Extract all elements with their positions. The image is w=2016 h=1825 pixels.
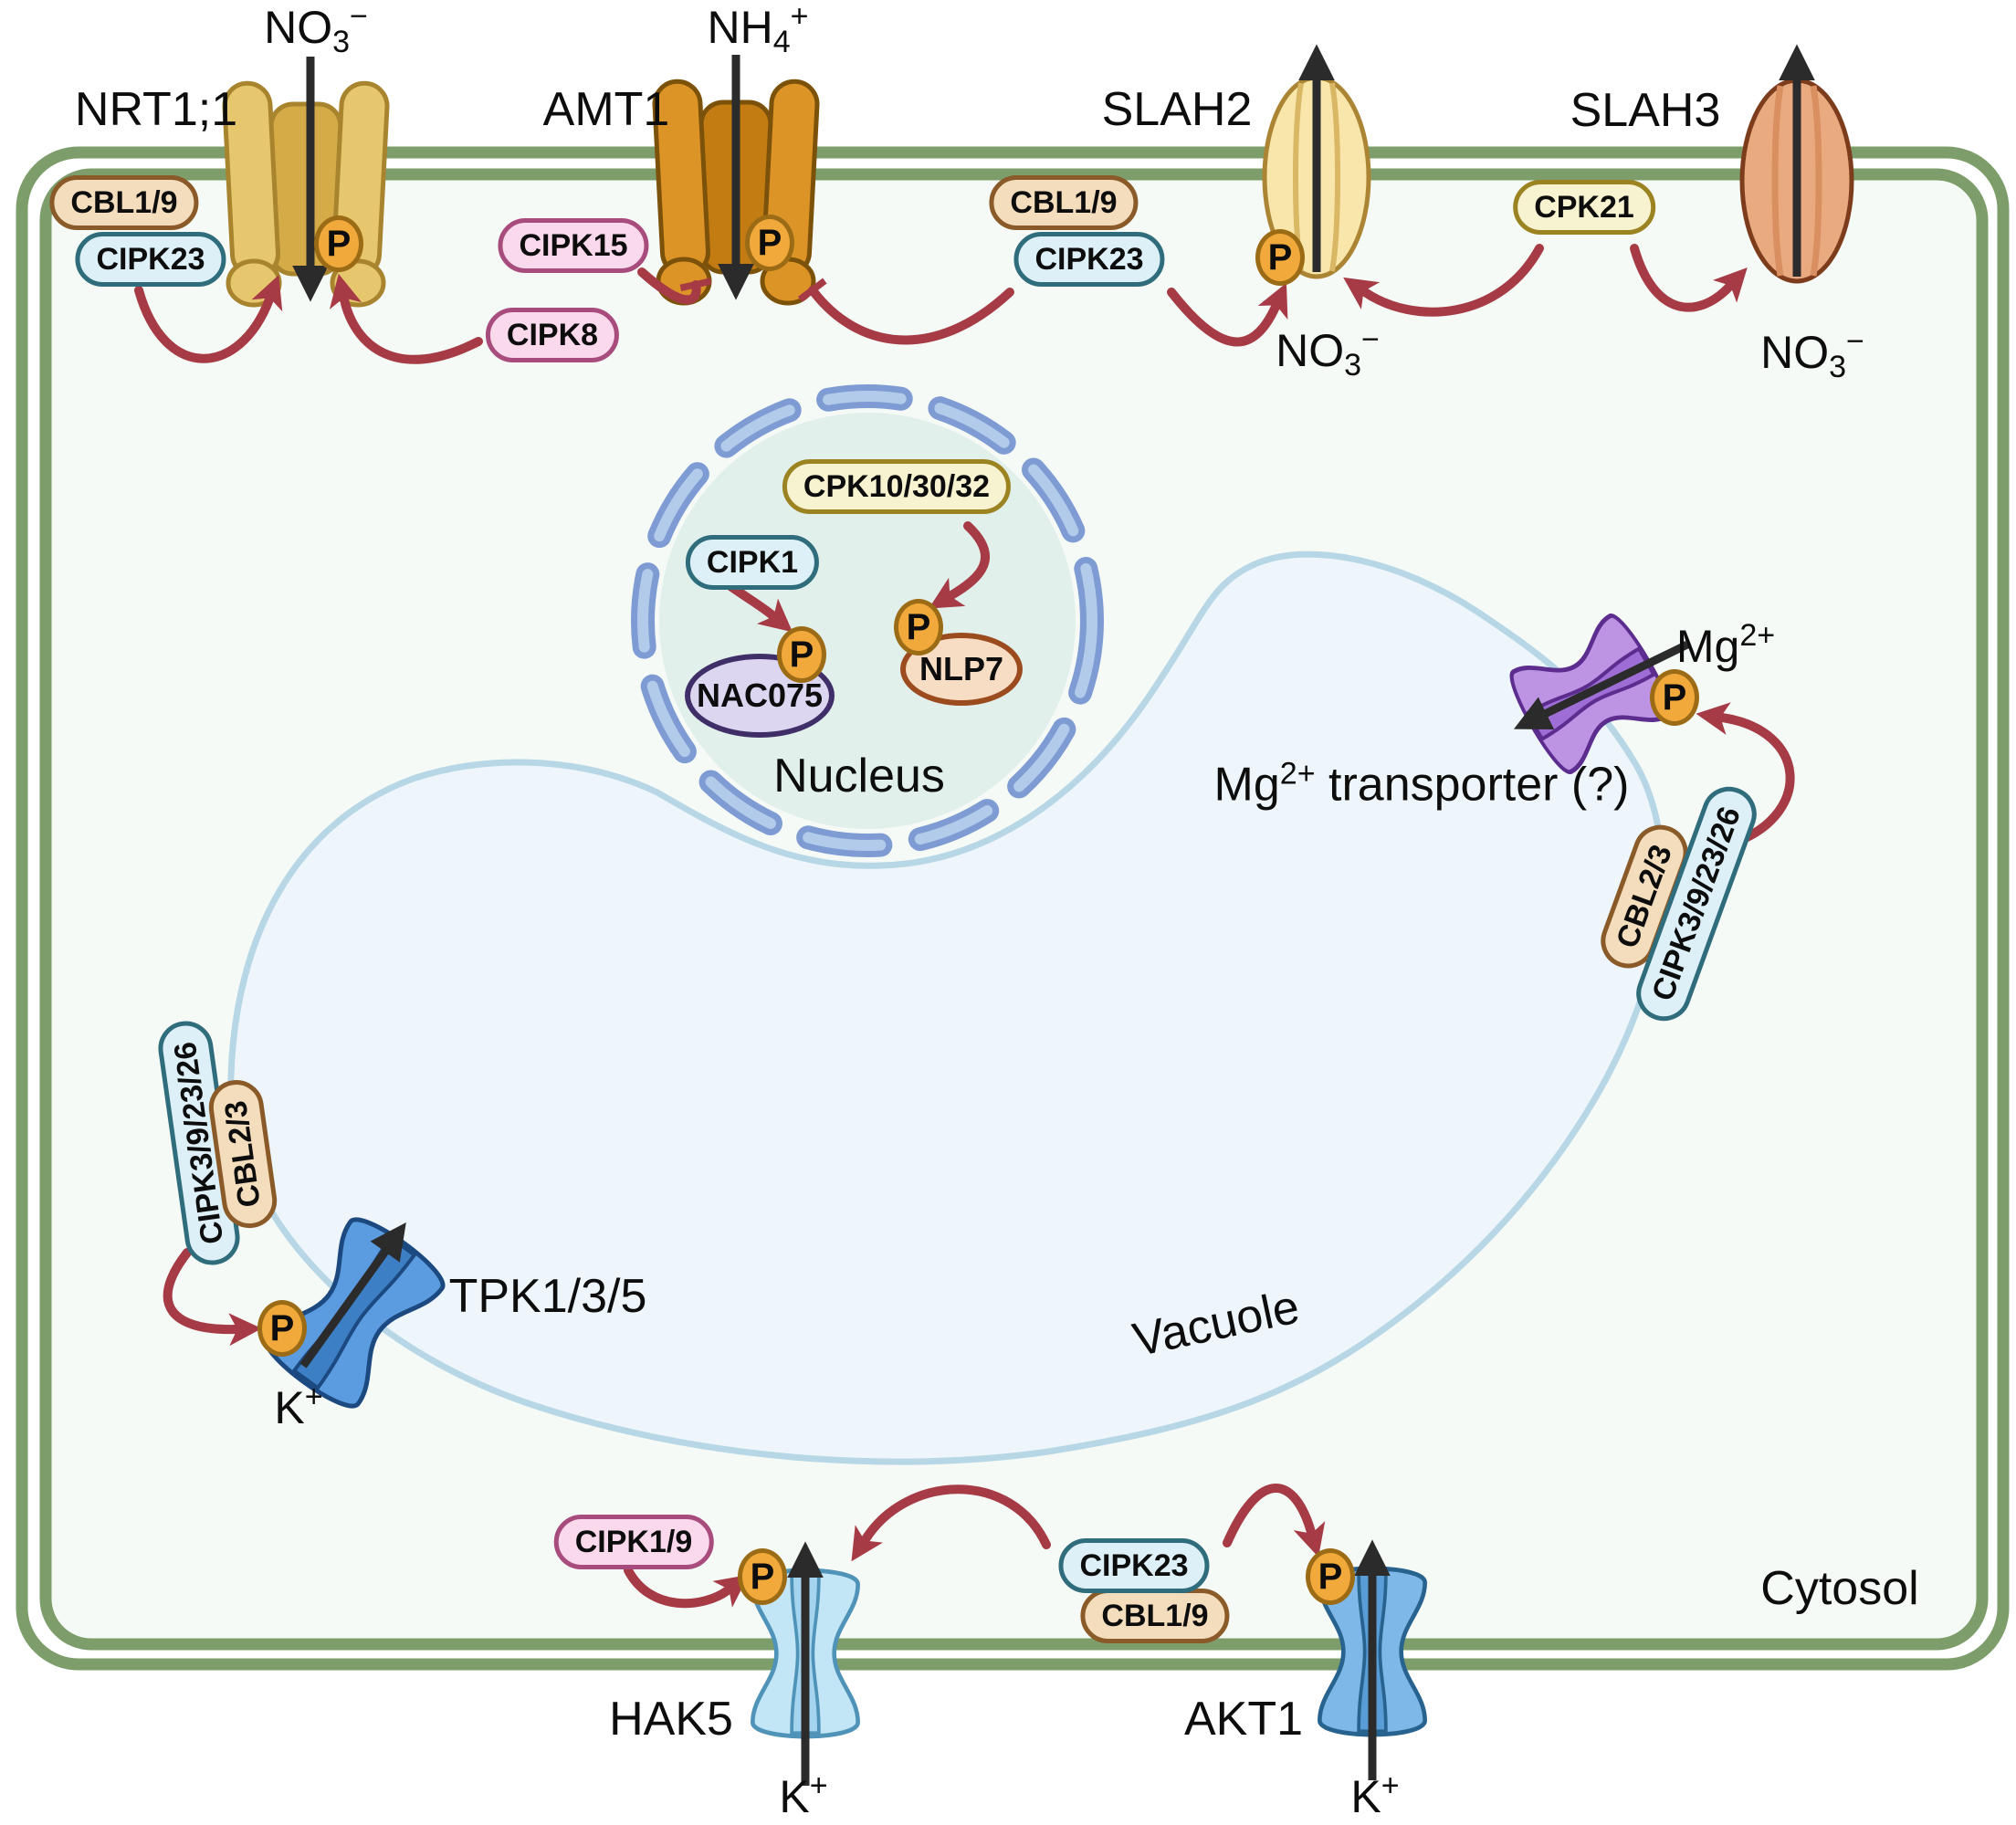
k-ion-label-akt1: K+	[1350, 1768, 1400, 1822]
phospho-badge-amt1: P	[745, 215, 794, 271]
cytosol-label: Cytosol	[1760, 1562, 1919, 1615]
inhibit-cipk23-to-amt1	[797, 278, 1014, 345]
nrt11-label: NRT1;1	[74, 83, 238, 136]
no3-ion-label-slah3: NO3−	[1760, 324, 1864, 384]
vacuole-shape	[227, 551, 1666, 1465]
nrt11-channel	[222, 80, 390, 308]
slah2-label: SLAH2	[1101, 83, 1253, 136]
nac075-oval: NAC075	[685, 654, 835, 738]
phospho-badge-nrt11: P	[314, 215, 363, 272]
arrow-cipk23-to-hak5	[851, 1484, 1051, 1562]
arrow-cipk23-to-akt1-p	[1223, 1484, 1326, 1558]
arrow-cipk8-to-nrt11-p	[329, 273, 483, 364]
phospho-badge-nac075: P	[777, 626, 826, 683]
cipk8-pill: CIPK8	[485, 308, 620, 362]
mg-flux-arrow	[1513, 640, 1689, 730]
k-efflux-arrow-tpk	[299, 1222, 406, 1369]
phospho-badge-tpk: P	[257, 1300, 307, 1357]
phospho-badge-mg: P	[1650, 669, 1699, 726]
arrow-cipk19-to-hak5-p	[624, 1566, 750, 1609]
ion-flux-arrows	[292, 44, 1815, 1786]
hak5-label: HAK5	[609, 1693, 733, 1746]
arrow-cipk392326-to-mg-p	[1696, 702, 1795, 846]
regulatory-arrows	[134, 244, 1795, 1609]
cbl19-pill-slah2: CBL1/9	[989, 175, 1139, 230]
mg-ion-label: Mg2+	[1675, 618, 1776, 672]
no3-ion-label-slah2: NO3−	[1276, 322, 1380, 383]
arrow-cpk21-to-slah3	[1630, 244, 1748, 312]
tpk-label: TPK1/3/5	[448, 1270, 647, 1323]
inhibit-cipk15-to-amt1	[637, 267, 712, 305]
mg-transporter-label: Mg2+ transporter (?)	[1213, 756, 1630, 812]
cpk21-pill: CPK21	[1513, 180, 1655, 235]
nh4-ion-label-amt1: NH4+	[707, 0, 809, 59]
cipk23-pill-akt1: CIPK23	[1058, 1538, 1210, 1593]
arrow-cipk392326-to-tpk-p	[163, 1248, 262, 1347]
no3-ion-label-nrt11: NO3−	[264, 0, 368, 59]
amt1-label: AMT1	[542, 83, 670, 136]
k-ion-label-hak5: K+	[779, 1768, 828, 1822]
cbl19-pill-nrt11: CBL1/9	[49, 175, 199, 230]
k-ion-label-tpk: K+	[274, 1379, 323, 1433]
phospho-badge-akt1: P	[1306, 1548, 1355, 1605]
cpk103032-pill: CPK10/30/32	[782, 459, 1012, 514]
nucleus-label: Nucleus	[773, 750, 945, 802]
phospho-badge-hak5: P	[738, 1548, 787, 1605]
arrow-cpk21-to-slah2	[1343, 244, 1544, 317]
arrow-cipk23-to-nrt11	[134, 275, 283, 363]
cipk1-pill: CIPK1	[685, 535, 820, 590]
phospho-badge-nlp7: P	[894, 599, 943, 656]
arrow-cpk103032-to-nlp7-p	[929, 521, 991, 609]
arrow-cipk23-to-slah2-p	[1167, 282, 1288, 347]
cipk19-pill: CIPK1/9	[553, 1515, 714, 1569]
cipk15-pill: CIPK15	[498, 218, 649, 273]
cipk23-pill-slah2: CIPK23	[1013, 232, 1165, 287]
phospho-badge-slah2: P	[1255, 229, 1305, 286]
cbl19-pill-akt1: CBL1/9	[1080, 1589, 1230, 1643]
cipk23-pill-nrt11: CIPK23	[75, 232, 226, 287]
akt1-label: AKT1	[1183, 1693, 1304, 1746]
slah3-label: SLAH3	[1570, 84, 1721, 137]
